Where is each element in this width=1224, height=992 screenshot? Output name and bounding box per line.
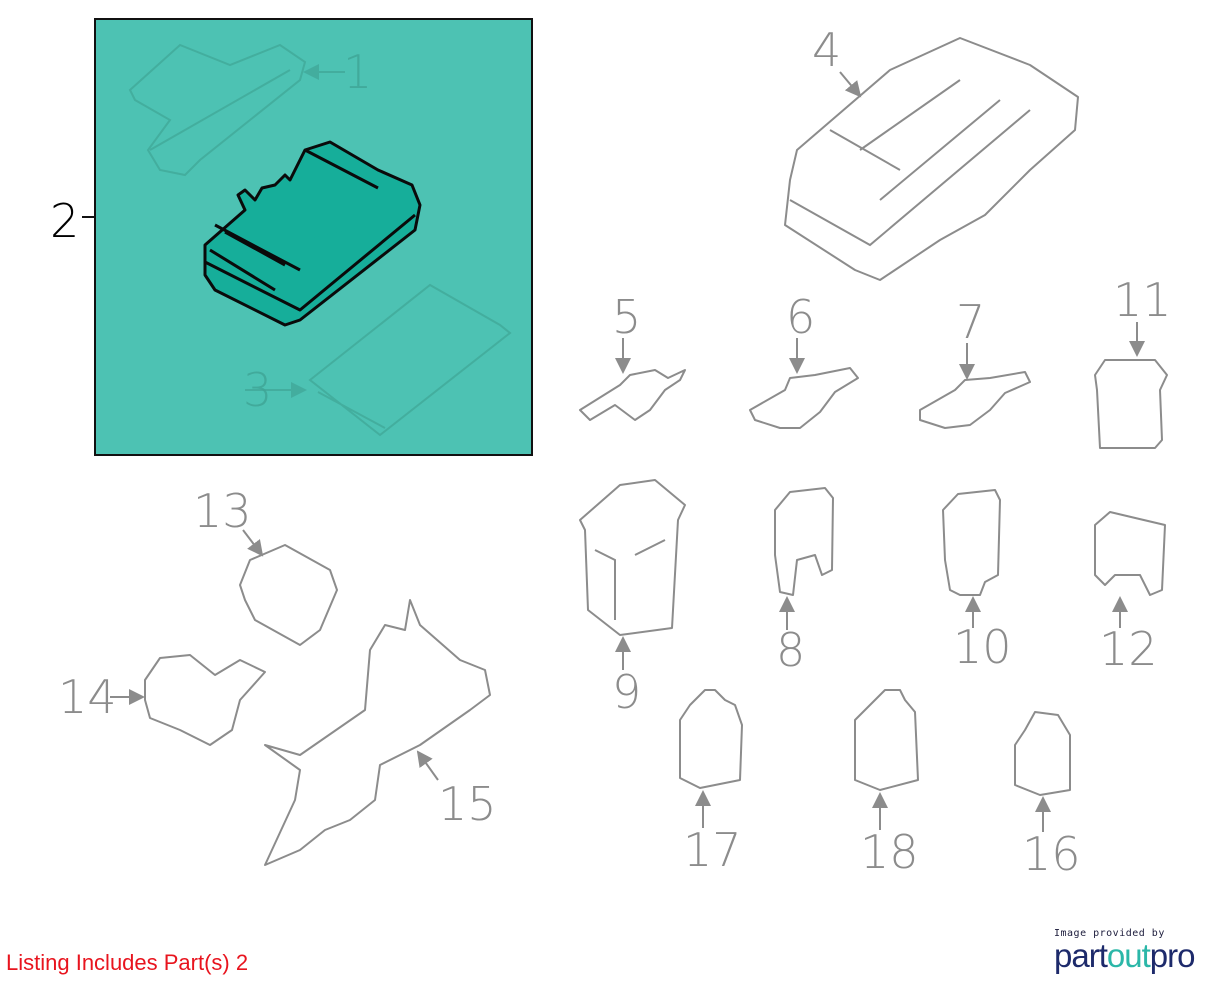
part-10-fuse[interactable]	[942, 489, 1001, 628]
callout-7[interactable]: 7	[956, 295, 985, 349]
callout-11[interactable]: 11	[1113, 273, 1172, 327]
callout-17[interactable]: 17	[683, 823, 742, 877]
callout-8[interactable]: 8	[776, 623, 805, 677]
callout-9[interactable]: 9	[612, 665, 641, 719]
callout-14[interactable]: 14	[58, 670, 117, 724]
part-16-relay[interactable]	[1014, 711, 1071, 832]
callout-15[interactable]: 15	[438, 777, 497, 831]
callout-18[interactable]: 18	[860, 825, 919, 879]
part-3-cover	[308, 283, 512, 437]
callout-16[interactable]: 16	[1022, 827, 1081, 881]
callout-1[interactable]: 1	[343, 45, 372, 99]
logo-brand: partoutpro	[1054, 939, 1214, 973]
part-4-fuse-box-body[interactable]	[784, 37, 1079, 281]
partoutpro-logo: Image provided by partoutpro	[1054, 928, 1214, 973]
part-13-connector[interactable]	[239, 529, 338, 646]
part-8-fuse[interactable]	[774, 487, 834, 630]
part-9-fuse[interactable]	[579, 479, 686, 670]
callout-12[interactable]: 12	[1099, 622, 1158, 676]
logo-brand-out: out	[1106, 937, 1151, 974]
logo-caption: Image provided by	[1054, 928, 1165, 939]
part-17-relay[interactable]	[679, 689, 743, 828]
callout-10[interactable]: 10	[953, 620, 1012, 674]
callout-3[interactable]: 3	[243, 363, 272, 417]
part-12-fuse[interactable]	[1094, 511, 1166, 628]
part-6-fuse[interactable]	[749, 338, 859, 429]
callout-6[interactable]: 6	[786, 290, 815, 344]
part-11-fuse[interactable]	[1094, 322, 1168, 449]
listing-includes-note: Listing Includes Part(s) 2	[6, 950, 249, 975]
callout-2[interactable]: 2	[50, 194, 79, 248]
logo-brand-part: part	[1054, 937, 1108, 974]
part-15-bracket[interactable]	[264, 599, 491, 866]
part-14-connector[interactable]	[110, 654, 266, 746]
logo-brand-pro: pro	[1149, 937, 1196, 974]
highlight-box-part-2[interactable]	[82, 18, 533, 456]
part-1-cover	[128, 43, 307, 177]
part-18-relay[interactable]	[854, 689, 919, 830]
part-7-fuse[interactable]	[919, 343, 1031, 429]
callout-4[interactable]: 4	[812, 23, 841, 77]
callout-13[interactable]: 13	[193, 484, 252, 538]
callout-5[interactable]: 5	[612, 290, 641, 344]
part-5-fuse[interactable]	[579, 338, 686, 421]
